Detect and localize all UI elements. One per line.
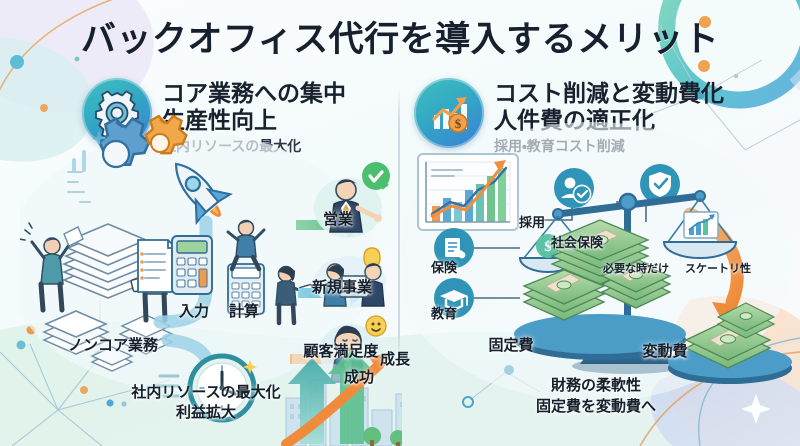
svg-text:$: $ [455, 116, 462, 131]
label-recruit: 採用 [518, 215, 545, 230]
left-heading-line1: コア業務への集中 [162, 80, 346, 106]
label-growth: 成長 [379, 351, 410, 368]
label-success: 成功 [343, 369, 374, 386]
right-heading-line1: コスト削減と変動費化 [494, 80, 724, 106]
svg-text:$: $ [544, 239, 552, 255]
right-outcome-line2: 固定費を変動費へ [535, 398, 656, 415]
page-title: バックオフィス代行を導入するメリット [80, 19, 720, 59]
left-outcome-line1: 社内リソースの最大化 [131, 384, 281, 401]
label-left-outcome: 社内リソースの最大化 利益拡大 [126, 383, 286, 424]
label-on-demand: 必要な時だけ [603, 263, 669, 275]
label-calc: 計算 [228, 303, 259, 320]
label-scalability: スケートリ性 [685, 263, 751, 275]
label-right-outcome: 財務の柔軟性 固定費を変動費へ [506, 375, 686, 417]
label-input: 入力 [178, 303, 209, 320]
label-fixed-cost: 固定費 [488, 337, 534, 354]
label-education: 教育 [430, 306, 457, 321]
title-band: バックオフィス代行を導入するメリット [0, 0, 800, 72]
chart-growth-icon: $ [414, 78, 484, 148]
left-outcome-line2: 利益拡大 [175, 404, 236, 422]
label-variable-cost: 変動費 [642, 343, 688, 360]
label-noncore: ノンコア業務 [67, 337, 158, 354]
label-new-business: 新規事業 [311, 279, 372, 296]
label-social-insurance: 社会保険 [550, 235, 603, 250]
label-insurance: 保険 [430, 260, 457, 275]
right-outcome-line1: 財務の柔軟性 [550, 377, 641, 394]
panel-divider [398, 88, 400, 370]
label-sales: 営業 [322, 211, 353, 228]
